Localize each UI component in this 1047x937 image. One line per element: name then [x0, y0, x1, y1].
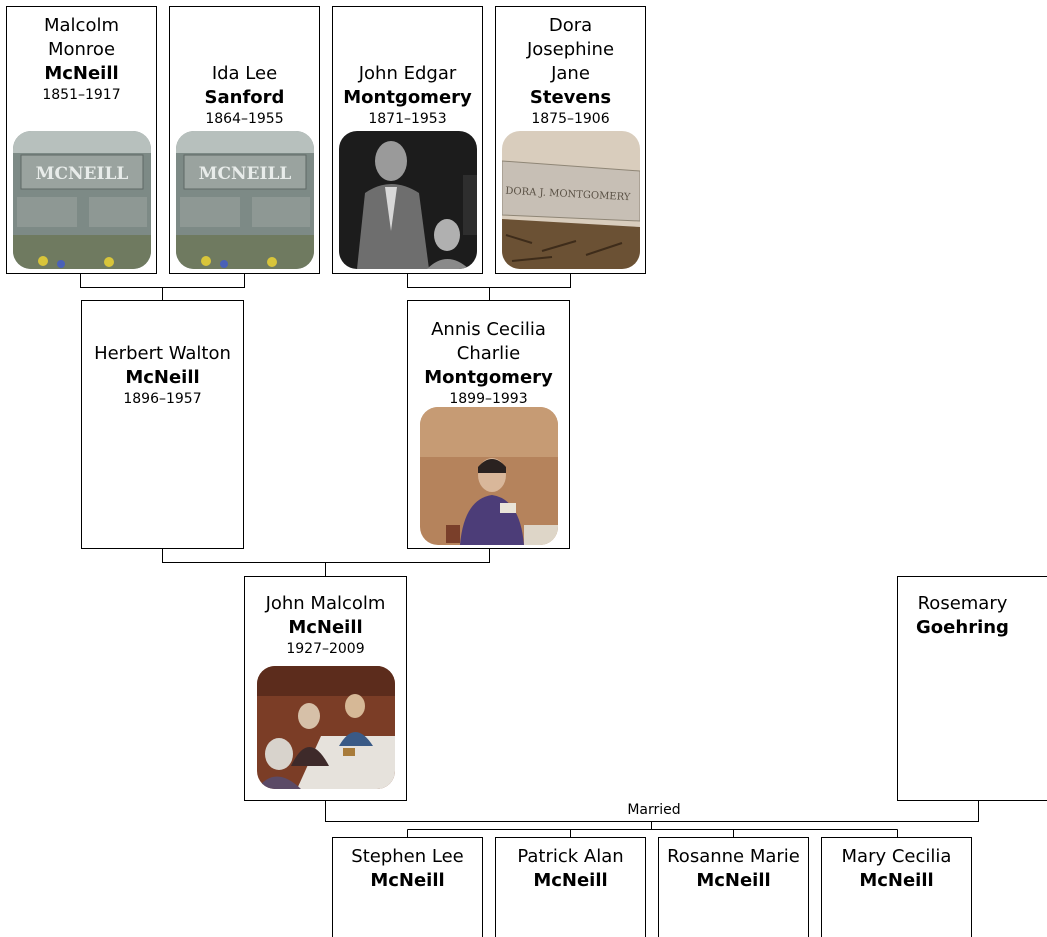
life-dates: 1875–1906 [531, 111, 610, 127]
person-card-john-edgar-montgomery[interactable]: John Edgar Montgomery 1871–1953 [332, 6, 483, 274]
person-card-herbert-walton-mcneill[interactable]: Herbert Walton McNeill 1896–1957 [81, 300, 244, 549]
surname: Stevens [529, 87, 612, 108]
life-dates: 1871–1953 [368, 111, 447, 127]
surname: McNeill [370, 870, 445, 891]
person-card-john-malcolm-mcneill[interactable]: John Malcolm McNeill 1927–2009 [244, 576, 407, 801]
headstone-photo[interactable]: DORA J. MONTGOMERY [502, 131, 640, 269]
life-dates: 1927–2009 [286, 641, 365, 657]
given-name: Stephen Lee [351, 846, 464, 867]
svg-text:MCNEILL: MCNEILL [199, 164, 292, 184]
person-card-patrick-alan-mcneill[interactable]: Patrick Alan McNeill [495, 837, 646, 937]
surname: McNeill [696, 870, 771, 891]
person-card-stephen-lee-mcneill[interactable]: Stephen Lee McNeill [332, 837, 483, 937]
life-dates: 1864–1955 [205, 111, 284, 127]
person-card-dora-josephine-jane-stevens[interactable]: Dora Josephine Jane Stevens 1875–1906 DO… [495, 6, 646, 274]
given-name: Rosanne Marie [667, 846, 800, 867]
surname: McNeill [288, 617, 363, 638]
headstone-photo[interactable]: MCNEILL [13, 131, 151, 269]
person-card-rosemary-goehring[interactable]: Rosemary Goehring [897, 576, 1047, 801]
surname: McNeill [125, 367, 200, 388]
given-name: Malcolm Monroe [43, 15, 119, 60]
person-card-mary-cecilia-mcneill[interactable]: Mary Cecilia McNeill [821, 837, 972, 937]
given-name: Ida Lee [211, 63, 278, 84]
life-dates: 1896–1957 [123, 391, 202, 407]
surname: Sanford [204, 87, 285, 108]
given-name: Herbert Walton [94, 343, 231, 364]
surname: Goehring [916, 617, 1009, 638]
person-card-ida-lee-sanford[interactable]: Ida Lee Sanford 1864–1955 MCNEILL [169, 6, 320, 274]
given-name: Rosemary [917, 593, 1008, 614]
given-name: Dora Josephine Jane [526, 15, 615, 84]
tree-connectors [80, 274, 979, 837]
given-name: John Malcolm [265, 593, 386, 614]
surname: McNeill [859, 870, 934, 891]
person-card-malcolm-monroe-mcneill[interactable]: Malcolm Monroe McNeill 1851–1917 MCNEILL [6, 6, 157, 274]
person-card-rosanne-marie-mcneill[interactable]: Rosanne Marie McNeill [658, 837, 809, 937]
surname: Montgomery [343, 87, 472, 108]
life-dates: 1851–1917 [42, 87, 121, 103]
svg-text:MCNEILL: MCNEILL [36, 164, 129, 184]
given-name: Mary Cecilia [841, 846, 952, 867]
portrait-photo[interactable] [420, 407, 558, 545]
surname: McNeill [44, 63, 119, 84]
given-name: Annis Cecilia Charlie [431, 319, 546, 364]
surname: Montgomery [424, 367, 553, 388]
portrait-photo[interactable] [339, 131, 477, 269]
married-label: Married [627, 802, 681, 818]
headstone-photo[interactable]: MCNEILL [176, 131, 314, 269]
group-photo[interactable] [257, 666, 395, 789]
person-card-annis-cecilia-charlie-montgomery[interactable]: Annis Cecilia Charlie Montgomery 1899–19… [407, 300, 570, 549]
given-name: John Edgar [358, 63, 457, 84]
given-name: Patrick Alan [517, 846, 624, 867]
life-dates: 1899–1993 [449, 391, 528, 407]
surname: McNeill [533, 870, 608, 891]
